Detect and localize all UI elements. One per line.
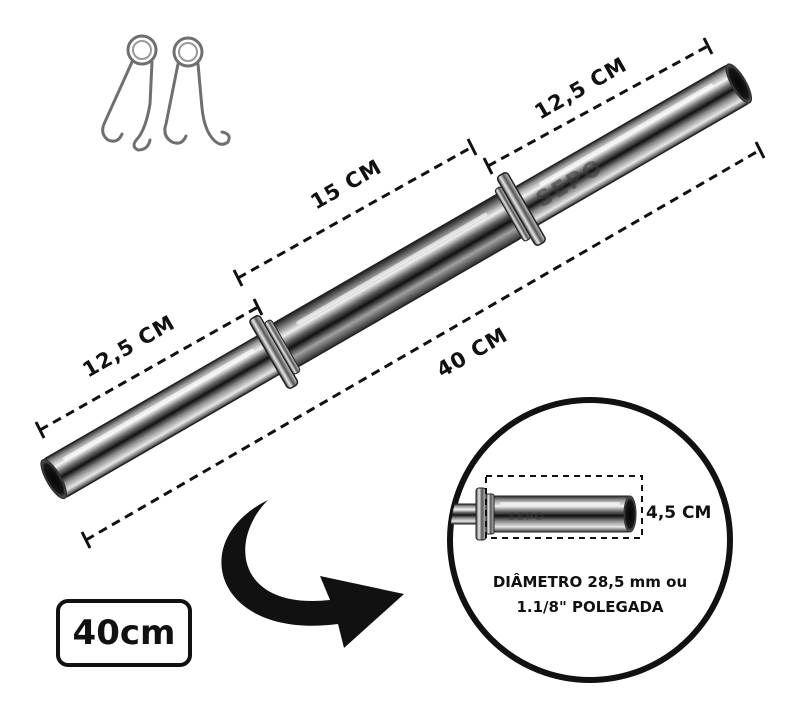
label-sleeve-left: 12,5 CM [79, 310, 180, 382]
dimension-lines [34, 37, 766, 549]
label-diameter-line2: 1.1/8" POLEGADA [516, 598, 663, 616]
dim-line-total [85, 148, 761, 542]
spring-collar-left [101, 34, 158, 152]
zoom-detail: SEPO 4,5 CM DIÂMETRO 28,5 mm ou 1.1/8" P… [447, 397, 733, 683]
spring-collar-right [163, 36, 231, 146]
bar-end-left [40, 458, 68, 500]
label-grip: 15 CM [307, 155, 386, 215]
zoom-circle [447, 397, 733, 683]
dumbbell-bar: SEPO [40, 63, 753, 500]
label-tube-height: 4,5 CM [646, 503, 711, 523]
dim-line-sleeve-left [39, 305, 259, 432]
spring-collar-icon [101, 34, 231, 152]
bar-collar-left [249, 315, 301, 389]
label-diameter-line1: DIÂMETRO 28,5 mm ou [493, 572, 687, 591]
size-badge-label: 40cm [72, 613, 176, 653]
size-badge: 40cm [56, 599, 192, 667]
zoom-measure-box [485, 475, 643, 539]
bar-end-right [725, 63, 753, 104]
bar-collar-right [494, 172, 546, 246]
curved-arrow-icon [221, 500, 404, 648]
label-total: 40 CM [433, 323, 512, 383]
zoom-stamp: SEPO [508, 510, 545, 523]
dim-line-sleeve-right [487, 44, 709, 168]
label-sleeve-right: 12,5 CM [531, 52, 632, 124]
